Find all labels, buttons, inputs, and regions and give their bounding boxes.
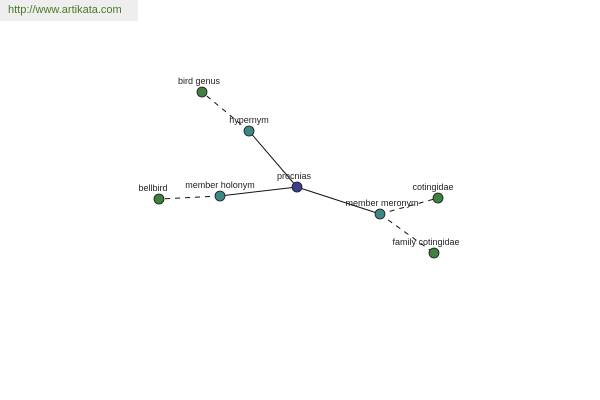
url-banner: http://www.artikata.com <box>0 0 138 21</box>
label-procnias[interactable]: procnias <box>277 171 312 181</box>
node-bird-genus[interactable] <box>196 86 208 98</box>
edge-procnias-hypernym <box>248 130 298 188</box>
edge-procnias-member-meronym <box>296 186 381 215</box>
node-bellbird[interactable] <box>153 193 165 205</box>
node-family-cotingidae[interactable] <box>428 247 440 259</box>
edge-hypernym-bird-genus <box>201 91 250 132</box>
label-member-meronym[interactable]: member meronym <box>345 198 418 208</box>
graph-labels: procnias hypernym bird genus member holonym… <box>138 76 459 247</box>
label-bird-genus[interactable]: bird genus <box>178 76 221 86</box>
url-link[interactable]: http://www.artikata.com <box>8 4 122 16</box>
node-cotingidae[interactable] <box>432 192 444 204</box>
node-hypernym[interactable] <box>243 125 255 137</box>
node-procnias[interactable] <box>291 181 303 193</box>
edge-member-meronym-cotingidae <box>379 197 439 215</box>
label-bellbird[interactable]: bellbird <box>138 183 167 193</box>
label-cotingidae[interactable]: cotingidae <box>412 182 453 192</box>
node-member-meronym[interactable] <box>374 208 386 220</box>
graph-nodes <box>153 86 444 259</box>
node-member-holonym[interactable] <box>214 190 226 202</box>
graph-edges <box>158 91 439 254</box>
edge-member-holonym-bellbird <box>158 195 221 200</box>
label-family-cotingidae[interactable]: family cotingidae <box>392 237 459 247</box>
edge-member-meronym-family-cotingidae <box>379 213 435 254</box>
label-member-holonym[interactable]: member holonym <box>185 180 255 190</box>
edge-procnias-member-holonym <box>219 186 298 197</box>
label-hypernym[interactable]: hypernym <box>229 115 269 125</box>
